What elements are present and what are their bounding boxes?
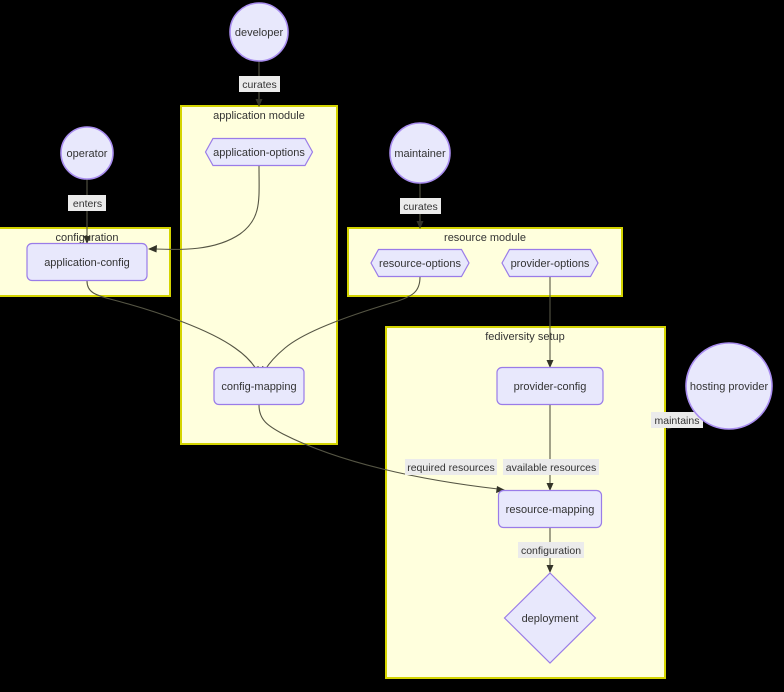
node-label-resource-mapping: resource-mapping bbox=[506, 504, 595, 516]
edge-label-curates-developer: curates bbox=[239, 76, 280, 92]
node-label-provider-config: provider-config bbox=[514, 381, 587, 393]
cluster-label-fediversity-setup: fediversity setup bbox=[485, 331, 564, 343]
node-label-deployment: deployment bbox=[522, 613, 579, 625]
node-label-application-config: application-config bbox=[44, 257, 130, 269]
node-hosting-provider[interactable]: hosting provider bbox=[685, 342, 773, 430]
node-maintainer[interactable]: maintainer bbox=[389, 122, 451, 184]
node-label-application-options: application-options bbox=[213, 147, 305, 159]
edge-provider-options-to-provider-config bbox=[546, 277, 554, 368]
node-config-mapping[interactable]: config-mapping bbox=[213, 366, 305, 406]
node-label-developer: developer bbox=[235, 27, 284, 39]
edge-config-mapping-to-resource-mapping bbox=[258, 404, 505, 493]
node-label-operator: operator bbox=[67, 148, 108, 160]
node-resource-mapping[interactable]: resource-mapping bbox=[497, 489, 603, 529]
edge-label-curates-maintainer: curates bbox=[400, 198, 441, 214]
node-label-resource-options: resource-options bbox=[379, 258, 461, 270]
edge-label-enters: enters bbox=[68, 195, 106, 211]
node-label-provider-options: provider-options bbox=[511, 258, 590, 270]
edge-label-text-required-resources: required resources bbox=[407, 462, 495, 474]
node-label-config-mapping: config-mapping bbox=[221, 381, 296, 393]
edge-label-text-available-resources: available resources bbox=[506, 462, 596, 474]
node-operator[interactable]: operator bbox=[60, 126, 114, 180]
edge-label-maintains: maintains bbox=[651, 412, 703, 428]
node-developer[interactable]: developer bbox=[229, 2, 289, 62]
edge-label-configuration: configuration bbox=[518, 542, 584, 558]
edge-label-text-curates-developer: curates bbox=[242, 79, 276, 91]
edge-application-options-to-application-config bbox=[148, 165, 260, 253]
node-provider-config[interactable]: provider-config bbox=[496, 366, 604, 406]
cluster-label-resource-module: resource module bbox=[444, 232, 526, 244]
node-application-config[interactable]: application-config bbox=[26, 242, 148, 282]
cluster-label-application-module: application module bbox=[213, 110, 305, 122]
edge-label-text-curates-maintainer: curates bbox=[403, 201, 437, 213]
edge-label-text-configuration: configuration bbox=[521, 545, 581, 557]
node-label-hosting-provider: hosting provider bbox=[690, 381, 769, 393]
edge-label-text-enters: enters bbox=[73, 198, 102, 210]
edge-label-available-resources: available resources bbox=[503, 459, 599, 475]
node-deployment[interactable]: deployment bbox=[503, 572, 597, 664]
node-application-options[interactable]: application-options bbox=[204, 137, 314, 167]
node-label-maintainer: maintainer bbox=[394, 148, 446, 160]
edge-label-text-maintains: maintains bbox=[655, 415, 700, 427]
node-provider-options[interactable]: provider-options bbox=[501, 248, 599, 278]
node-resource-options[interactable]: resource-options bbox=[370, 248, 470, 278]
edge-label-required-resources: required resources bbox=[405, 459, 497, 475]
